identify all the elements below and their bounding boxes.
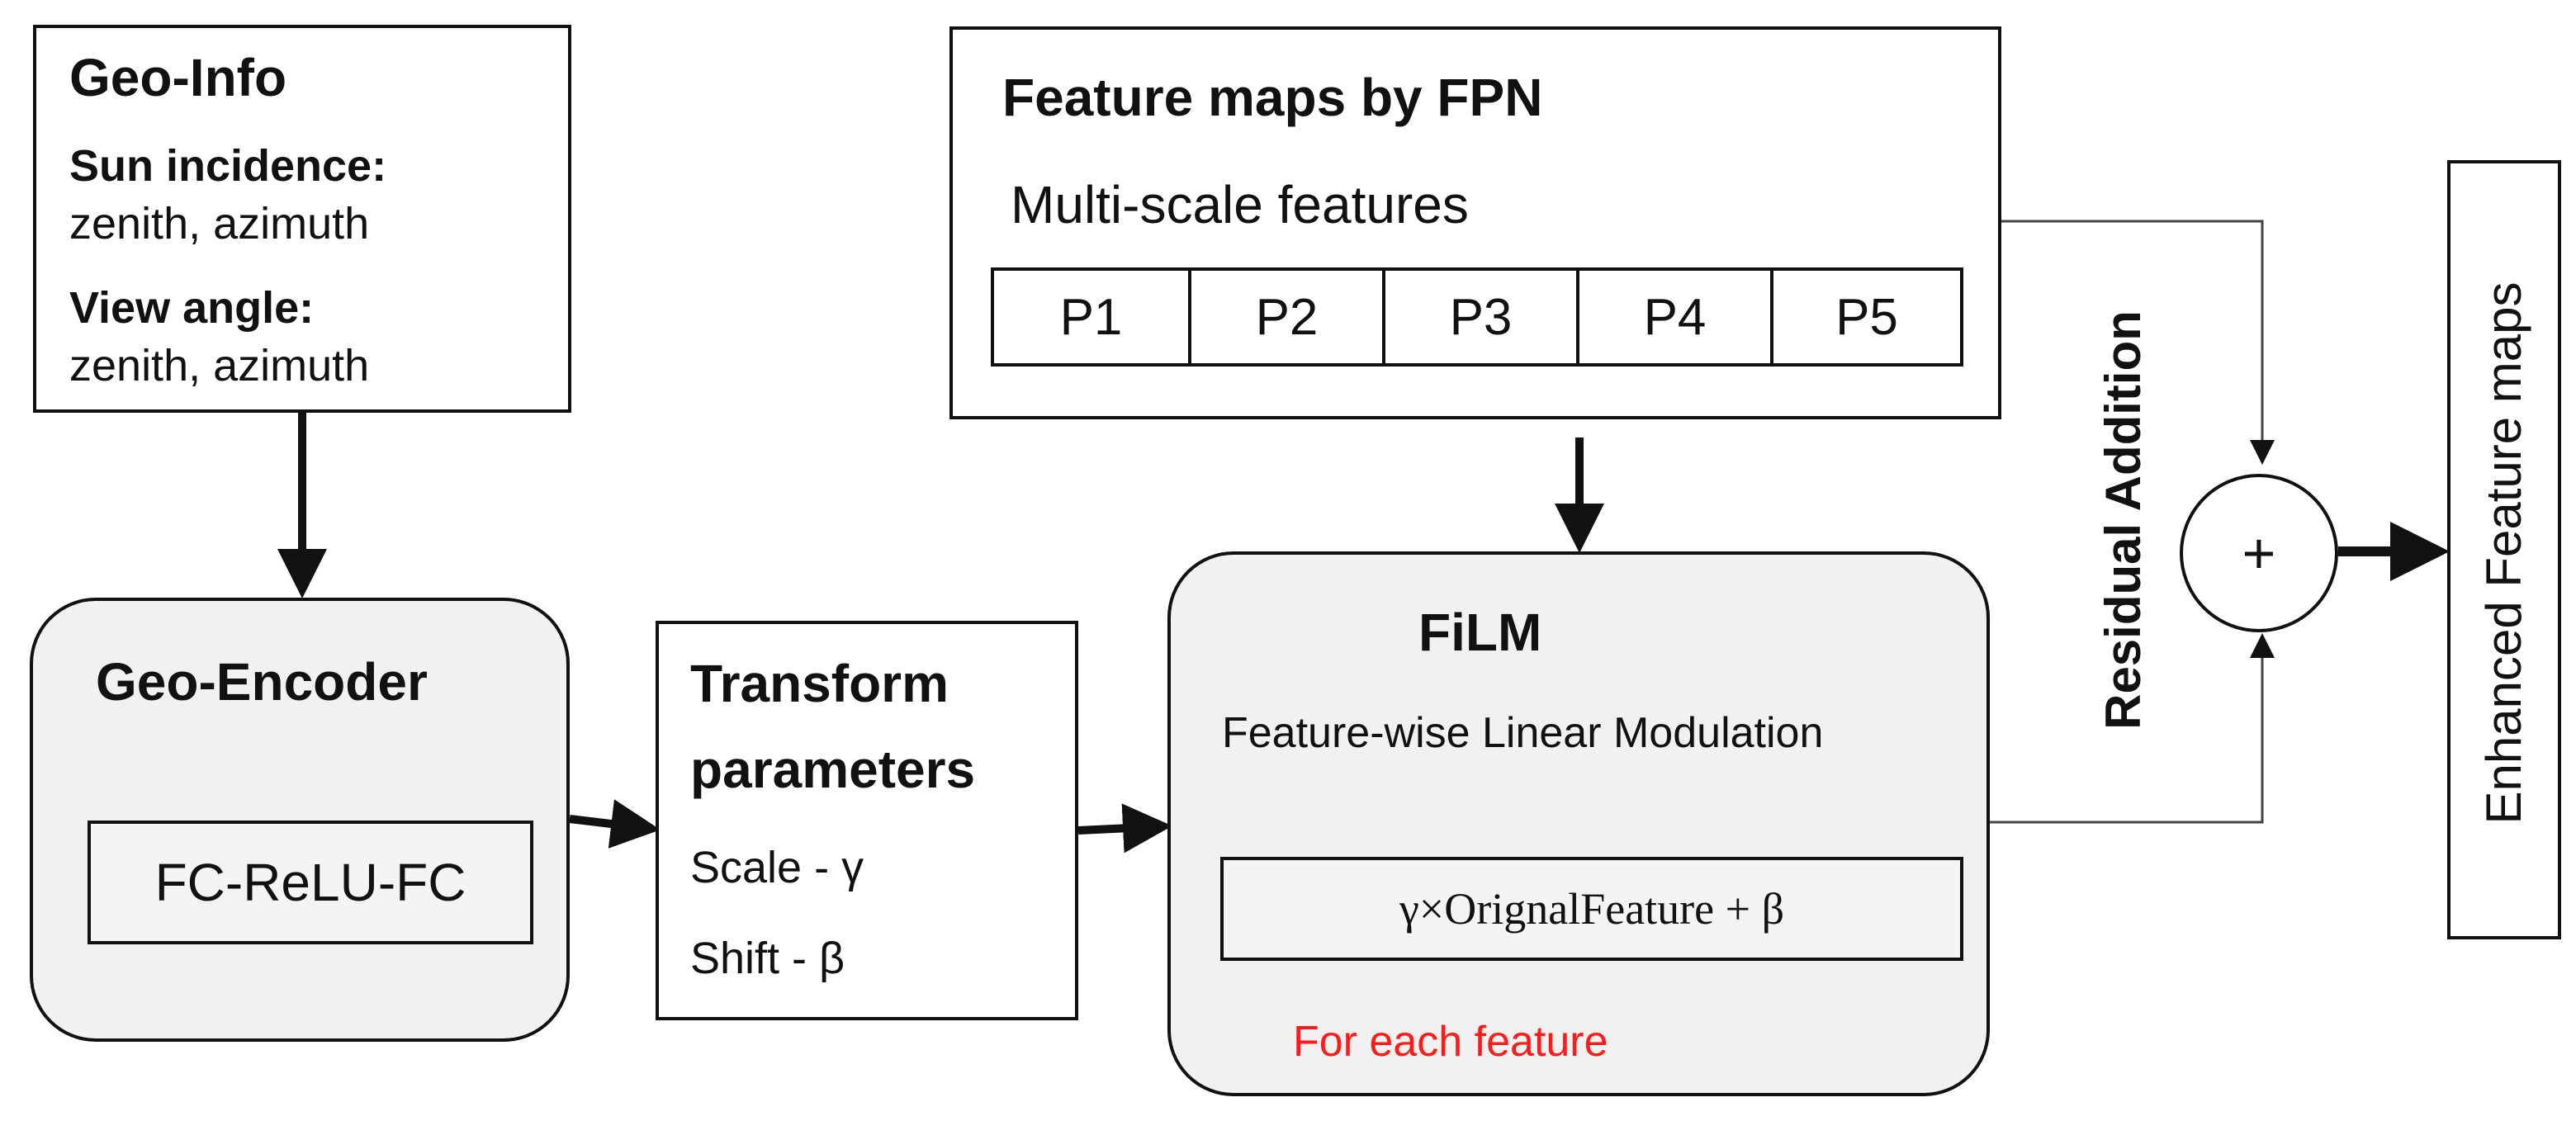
fpn-level-p5: P5 xyxy=(1770,271,1960,363)
residual-addition-label: Residual Addition xyxy=(2095,310,2151,730)
transform-title-line2: parameters xyxy=(690,740,976,799)
enhanced-feature-maps-label: Enhanced Feature maps xyxy=(2476,281,2531,825)
view-angle-label: View angle: xyxy=(69,283,315,333)
arrow-encoder-to-transform xyxy=(569,799,661,849)
enhanced-feature-maps-box: Enhanced Feature maps xyxy=(2447,160,2561,939)
plus-symbol: + xyxy=(2242,521,2276,585)
geo-info-title: Geo-Info xyxy=(69,48,287,107)
transform-title-line1: Transform xyxy=(690,654,949,713)
fpn-level-p2: P2 xyxy=(1188,271,1382,363)
residual-add-node: + xyxy=(2180,474,2338,632)
geo-encoder-box: Geo-Encoder FC-ReLU-FC xyxy=(30,598,570,1042)
fpn-level-p1: P1 xyxy=(1059,288,1123,346)
fpn-level-p3: P3 xyxy=(1382,271,1576,363)
film-note: For each feature xyxy=(1293,1018,1608,1066)
film-formula-box: γ×OrignalFeature + β xyxy=(1220,857,1963,961)
transform-parameters-box: Transform parameters Scale - γ Shift - β xyxy=(656,621,1078,1020)
film-subtitle: Feature-wise Linear Modulation xyxy=(1222,709,1824,757)
arrow-film-to-plus xyxy=(1990,633,2275,824)
arrow-transform-to-film xyxy=(1077,803,1172,854)
fpn-box: Feature maps by FPN Multi-scale features… xyxy=(949,26,2001,419)
sun-incidence-label: Sun incidence: xyxy=(69,141,387,191)
fpn-subtitle: Multi-scale features xyxy=(1011,175,1469,234)
film-formula: γ×OrignalFeature + β xyxy=(1399,884,1785,934)
fpn-levels-strip: P1 P2 P3 P4 P5 xyxy=(991,267,1963,367)
shift-beta-label: Shift - β xyxy=(690,934,845,983)
fc-relu-fc-label: FC-ReLU-FC xyxy=(154,853,466,912)
film-box: FiLM Feature-wise Linear Modulation γ×Or… xyxy=(1167,551,1990,1096)
fc-relu-fc-layer: FC-ReLU-FC xyxy=(88,821,533,944)
film-title: FiLM xyxy=(1418,603,1542,662)
fpn-title: Feature maps by FPN xyxy=(1002,68,1543,127)
view-angle-value: zenith, azimuth xyxy=(69,341,370,390)
scale-gamma-label: Scale - γ xyxy=(690,843,864,892)
geo-info-box: Geo-Info Sun incidence: zenith, azimuth … xyxy=(33,25,571,413)
arrow-fpn-to-plus xyxy=(2001,220,2275,465)
fpn-level-p4: P4 xyxy=(1576,271,1770,363)
sun-incidence-value: zenith, azimuth xyxy=(69,199,370,248)
geo-encoder-title: Geo-Encoder xyxy=(96,652,428,712)
